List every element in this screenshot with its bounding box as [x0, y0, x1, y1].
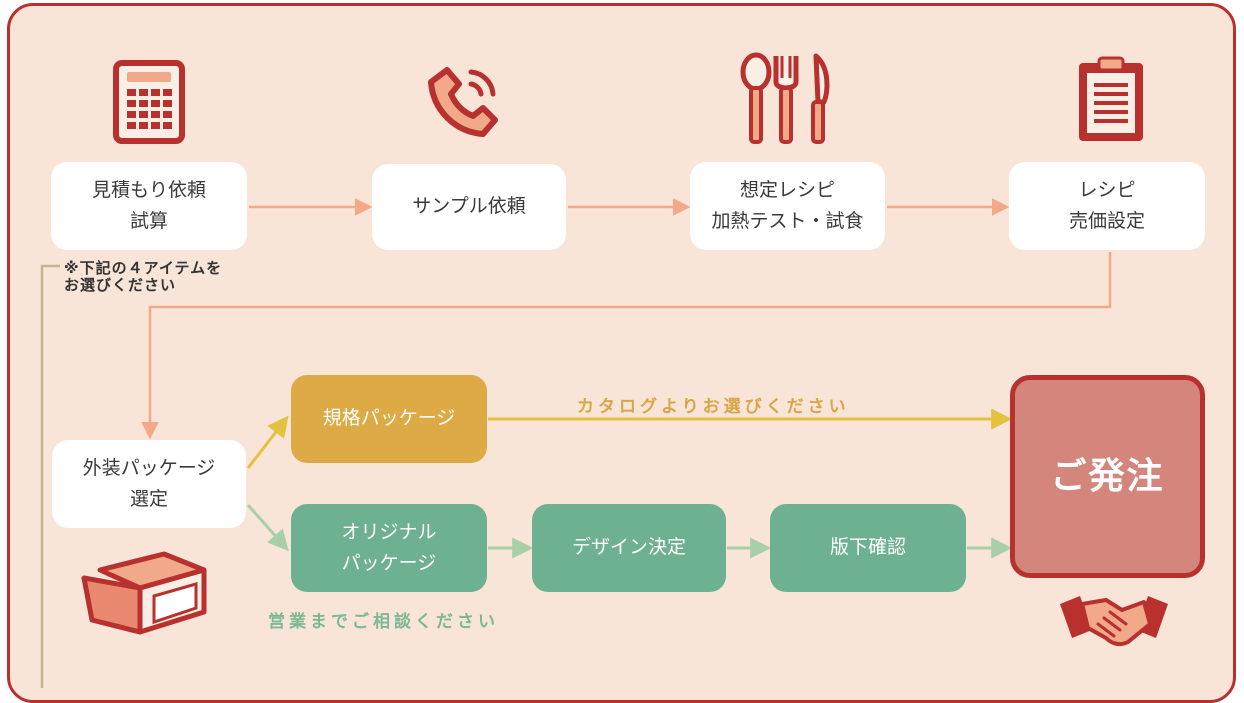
cutlery-icon [740, 52, 830, 144]
connectors [40, 198, 1112, 688]
phone-icon [428, 67, 498, 137]
step-estimate: 見積もり依頼 試算 [51, 162, 247, 250]
consult-label: 営業までご相談ください [268, 612, 499, 632]
items-bracket-line [40, 264, 60, 688]
step-design: デザイン決定 [532, 504, 726, 592]
calculator-icon [113, 60, 185, 144]
clipboard-icon [1079, 56, 1143, 141]
step-original-package: オリジナル パッケージ [291, 504, 487, 592]
step-order: ご発注 [1010, 375, 1205, 578]
step-recipe-test: 想定レシピ 加熱テスト・試食 [690, 162, 885, 250]
step-proof: 版下確認 [770, 504, 966, 592]
flow-diagram: 見積もり依頼 試算 サンプル依頼 想定レシピ 加熱テスト・試食 レシピ 売価設定… [7, 3, 1236, 703]
step-standard-package: 規格パッケージ [291, 375, 487, 463]
arrow-package-to-original [246, 504, 289, 552]
step-pricing: レシピ 売価設定 [1009, 162, 1205, 250]
step-sample-request: サンプル依頼 [372, 164, 566, 250]
arrow-package-to-standard [246, 415, 289, 469]
handshake-icon [1060, 596, 1168, 647]
step-package-select: 外装パッケージ 選定 [52, 440, 246, 528]
items-note: ※下記の４アイテムを お選びください [64, 259, 223, 295]
catalog-label: カタログよりお選びください [577, 397, 850, 417]
package-box-icon [81, 551, 207, 635]
arrow-pricing-to-package [141, 252, 1112, 440]
